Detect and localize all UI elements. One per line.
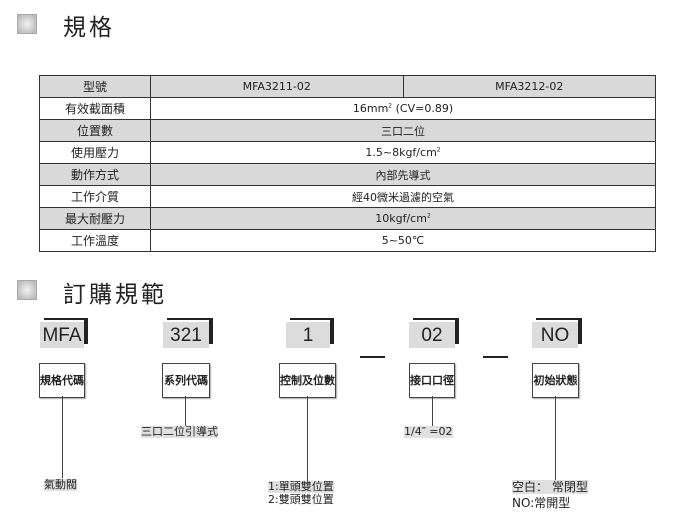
- note-port: 1/4″ =02: [404, 425, 453, 438]
- row-label: 工作溫度: [39, 229, 151, 252]
- row-label: 動作方式: [39, 163, 151, 186]
- connector-line: [307, 396, 308, 481]
- section-bullet-icon: [17, 14, 37, 34]
- row-value: 16mm2 (CV=0.89): [150, 97, 656, 120]
- note-control-2: 2:雙頭雙位置: [268, 493, 334, 506]
- row-label: 有效截面積: [39, 97, 151, 120]
- label-port: 接口口徑: [409, 363, 455, 398]
- dash-separator: [483, 356, 508, 358]
- spec-title: 規格: [63, 15, 115, 41]
- row-value: 三口二位: [150, 119, 656, 142]
- label-initial: 初始狀態: [532, 363, 579, 398]
- note-initial-2: NO:常開型: [512, 496, 571, 510]
- note-initial-1: 空白： 常閉型: [512, 480, 588, 494]
- label-series-code: 系列代碼: [162, 363, 210, 398]
- header-cell: 型號: [39, 75, 151, 98]
- row-value: 10kgf/cm2: [150, 207, 656, 230]
- note-spec-code: 氣動閥: [44, 478, 77, 491]
- row-label: 最大耐壓力: [39, 207, 151, 230]
- code-series: 321: [163, 318, 213, 348]
- connector-line: [555, 396, 556, 481]
- label-control: 控制及位數: [279, 363, 336, 398]
- row-value: 內部先導式: [150, 163, 656, 186]
- connector-line: [185, 396, 186, 427]
- connector-line: [432, 396, 433, 427]
- row-value: 5~50℃: [150, 229, 656, 252]
- row-label: 位置數: [39, 119, 151, 142]
- row-label: 工作介質: [39, 185, 151, 208]
- code-spec: MFA: [40, 318, 88, 348]
- table-row: 動作方式內部先導式: [39, 163, 656, 186]
- code-initial: NO: [532, 318, 582, 348]
- row-value: 1.5~8kgf/cm2: [150, 141, 656, 164]
- code-control: 1: [286, 318, 334, 348]
- table-row: 工作介質經40微米過濾的空氣: [39, 185, 656, 208]
- note-series: 三口二位引導式: [141, 425, 218, 438]
- code-port: 02: [409, 318, 459, 348]
- order-title: 訂購規範: [63, 282, 167, 308]
- label-spec-code: 規格代碼: [39, 363, 85, 398]
- table-row: 位置數三口二位: [39, 119, 656, 142]
- header-cell: MFA3211-02: [150, 75, 404, 98]
- row-value: 經40微米過濾的空氣: [150, 185, 656, 208]
- section-bullet-icon: [17, 280, 37, 300]
- dash-separator: [360, 356, 385, 358]
- header-cell: MFA3212-02: [402, 75, 656, 98]
- row-label: 使用壓力: [39, 141, 151, 164]
- note-control-1: 1:單頭雙位置: [268, 480, 334, 493]
- connector-line: [62, 396, 63, 478]
